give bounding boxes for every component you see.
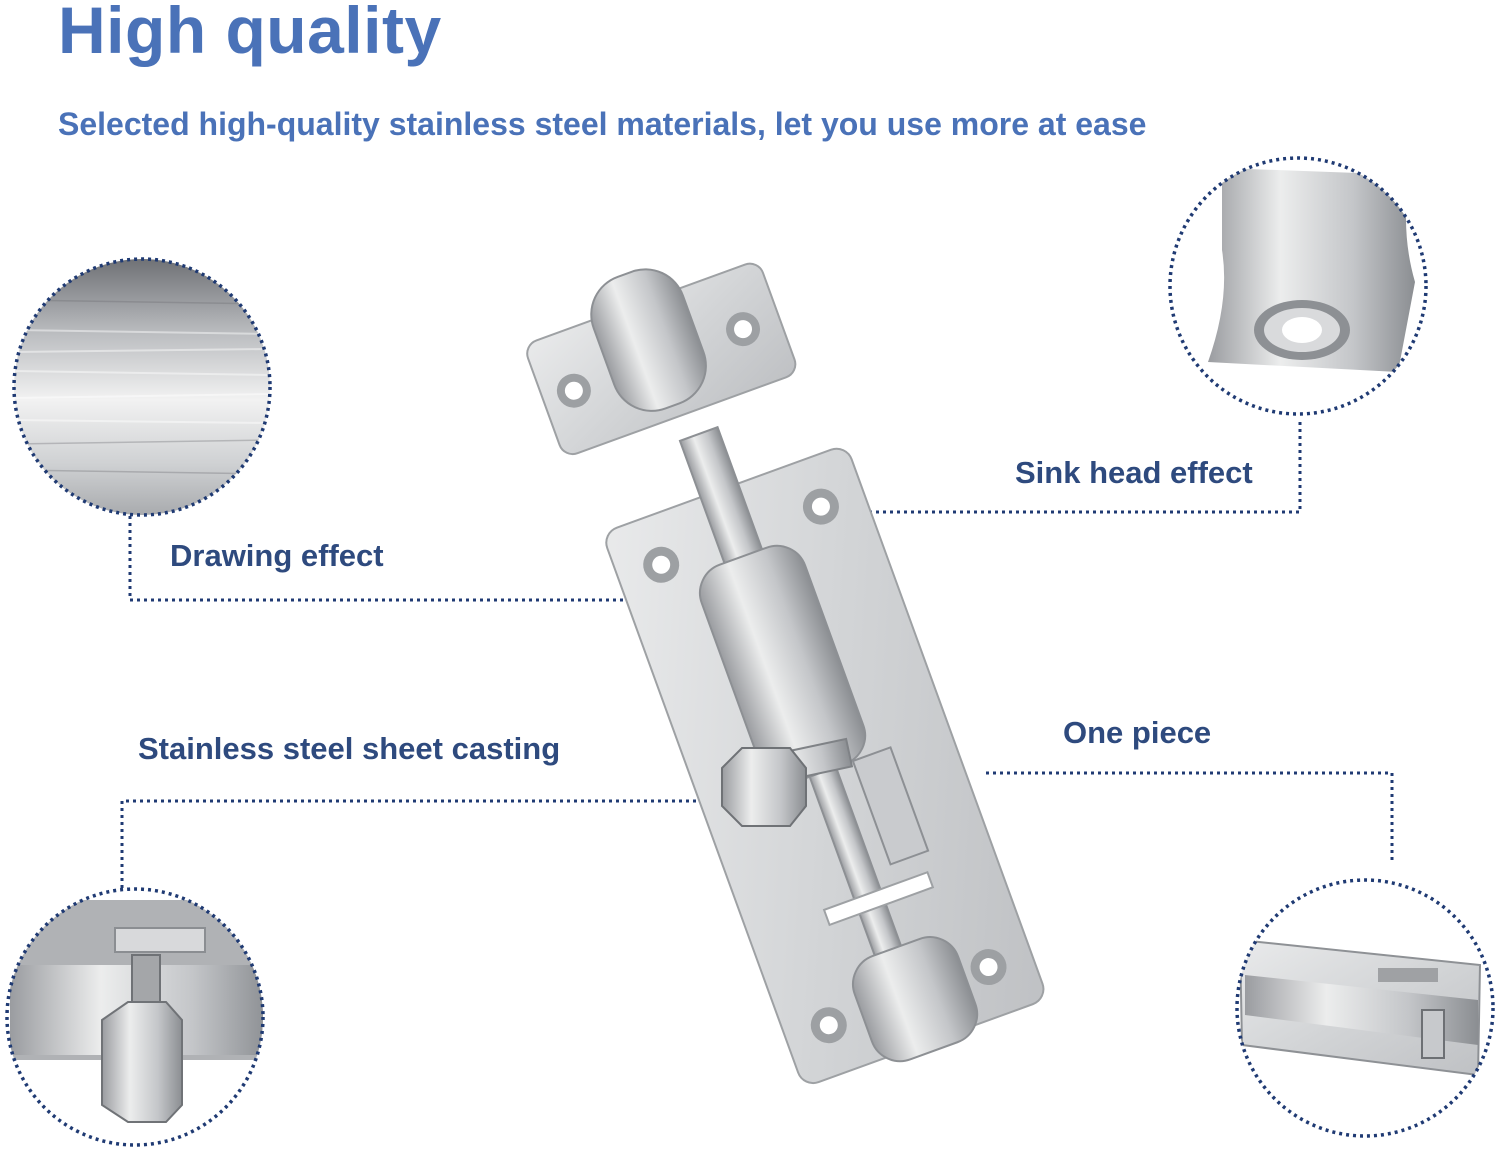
page-title: High quality bbox=[58, 0, 442, 67]
connector-lines bbox=[120, 418, 1394, 888]
callout-sink-head-effect: Sink head effect bbox=[1015, 455, 1253, 490]
barrel-bolt-image bbox=[526, 262, 1045, 1085]
one-piece-zoom bbox=[1235, 878, 1495, 1138]
sink-head-zoom bbox=[1168, 156, 1428, 416]
callout-sheet-casting: Stainless steel sheet casting bbox=[138, 731, 561, 766]
drawing-effect-zoom bbox=[12, 257, 272, 517]
hex-knob-zoom bbox=[5, 887, 265, 1147]
callout-drawing-effect: Drawing effect bbox=[170, 538, 384, 573]
page-subtitle: Selected high-quality stainless steel ma… bbox=[58, 106, 1147, 142]
callout-one-piece: One piece bbox=[1063, 715, 1212, 750]
